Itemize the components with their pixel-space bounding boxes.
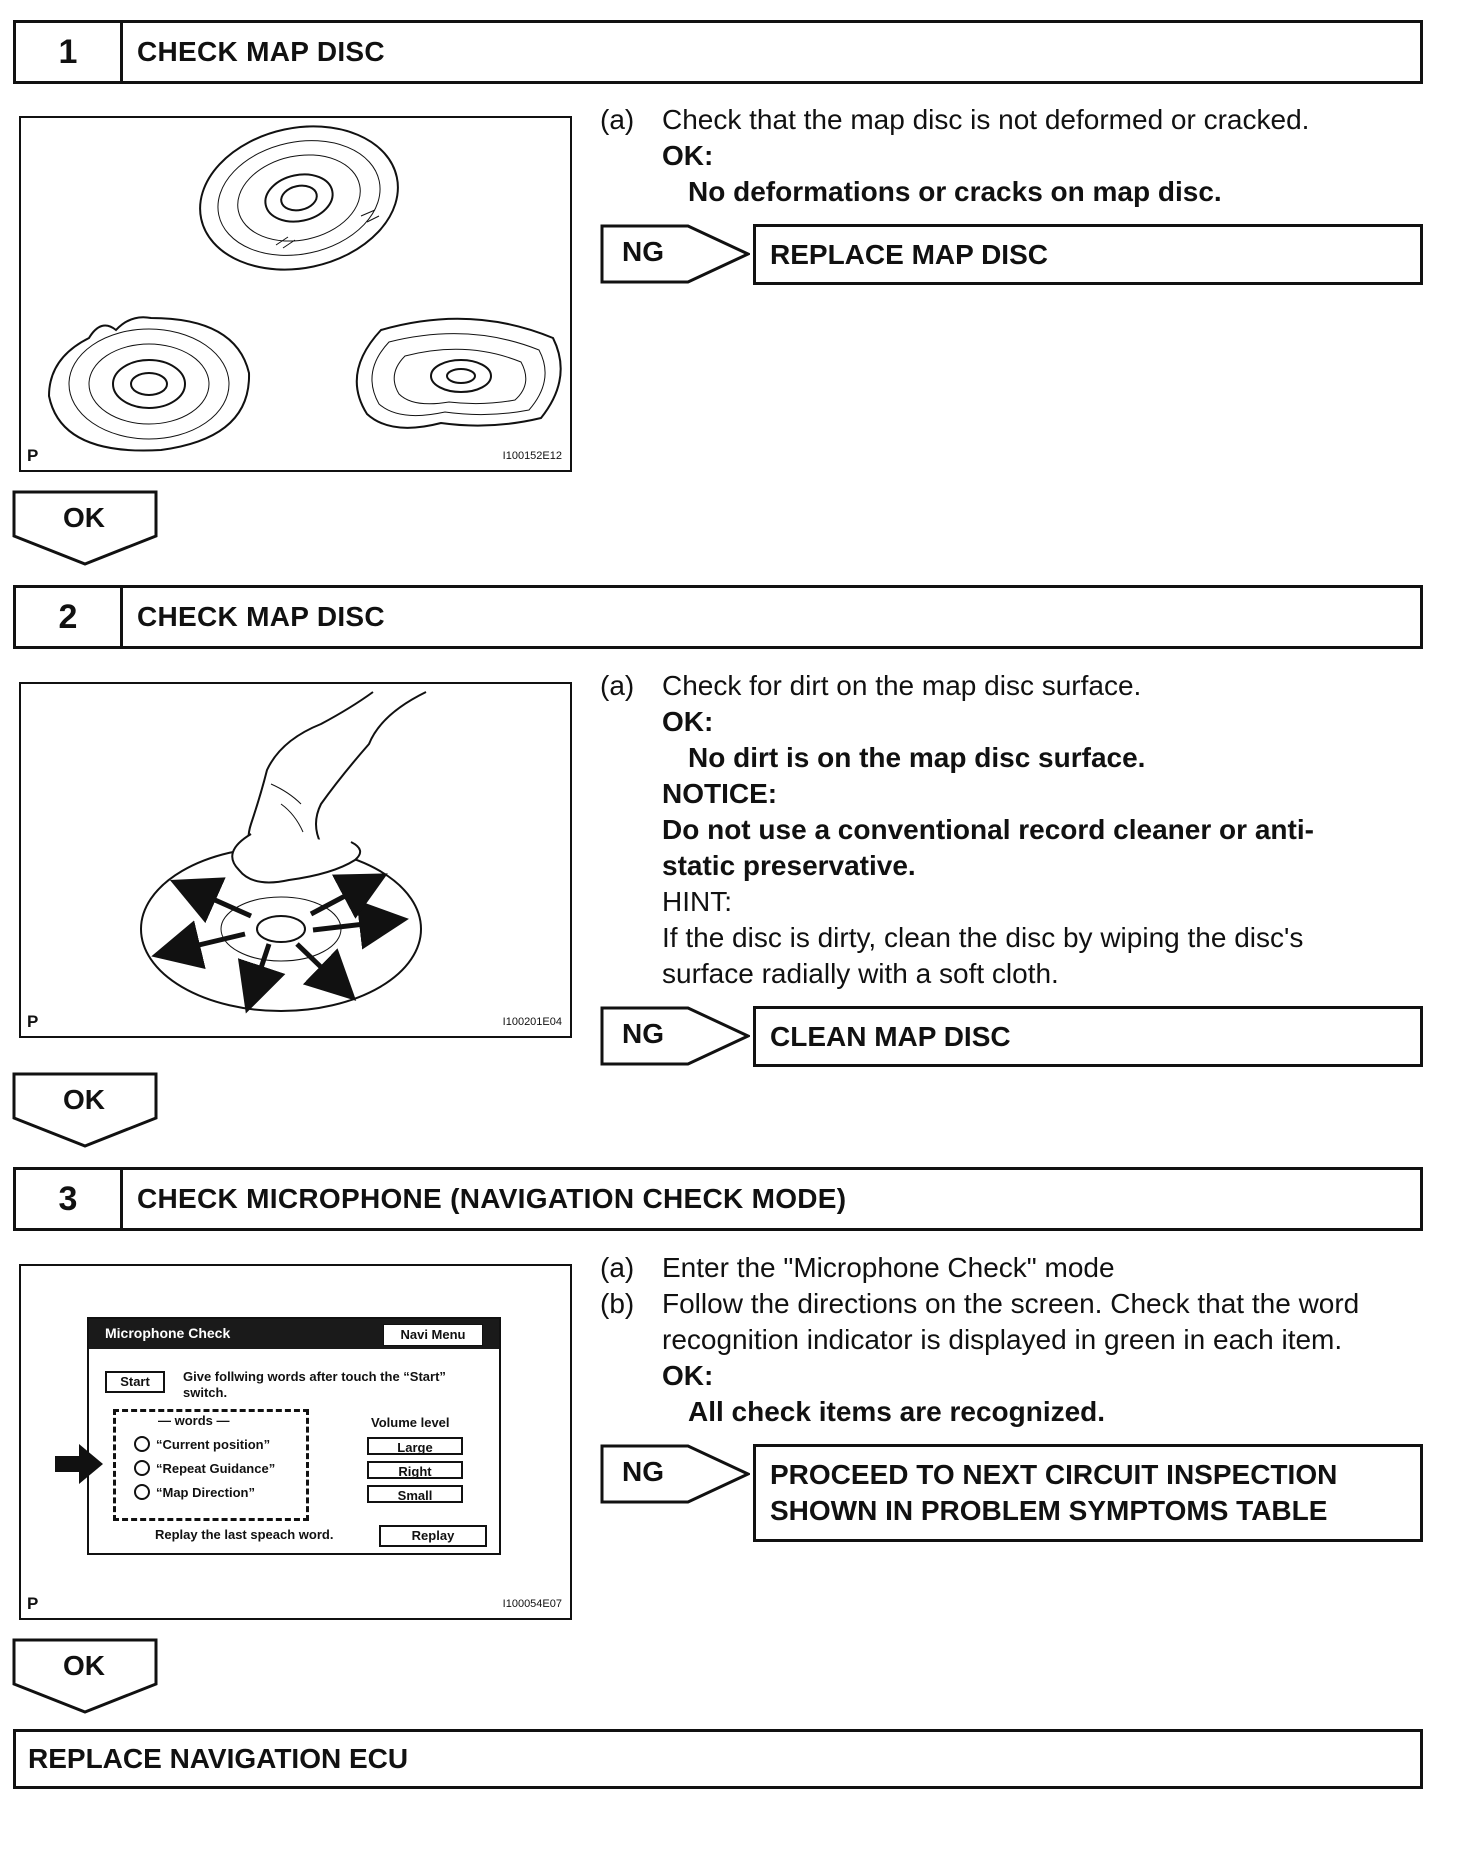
step-title: CHECK MAP DISC — [137, 601, 385, 632]
ng-label: NG — [622, 1456, 664, 1487]
step-title: CHECK MICROPHONE (NAVIGATION CHECK MODE) — [137, 1183, 847, 1214]
words-heading: — words — — [158, 1413, 230, 1428]
figure-marker: P — [27, 1012, 39, 1031]
word-item: “Current position” — [134, 1436, 270, 1452]
ok-criterion: No dirt is on the map disc surface. — [688, 742, 1146, 773]
figure-id: I100152E12 — [502, 450, 562, 462]
hint-text-line-1: If the disc is dirty, clean the disc by … — [662, 922, 1304, 953]
volume-option: Right — [367, 1461, 463, 1479]
ok-label: OK — [63, 1084, 105, 1115]
ok-heading: OK: — [662, 140, 714, 171]
figure-marker: P — [27, 446, 39, 465]
screen-instruction: Give follwing words after touch the “Sta… — [183, 1369, 446, 1400]
figure-id: I100054E07 — [502, 1598, 562, 1610]
ng-action-text-line-1: PROCEED TO NEXT CIRCUIT INSPECTION — [770, 1459, 1338, 1490]
step-3-header: 3 CHECK MICROPHONE (NAVIGATION CHECK MOD… — [13, 1167, 1423, 1231]
ng-arrow-icon — [600, 1444, 750, 1504]
item-label: (a) — [600, 670, 635, 701]
map-disc-cleaning-figure: P I100201E04 — [19, 682, 572, 1038]
indicator-circle-icon — [134, 1460, 150, 1476]
instruction-text-line-2: recognition indicator is displayed in gr… — [662, 1324, 1343, 1355]
step-number: 2 — [16, 588, 123, 646]
microphone-check-screen: Microphone Check Navi Menu Start Give fo… — [87, 1317, 501, 1555]
word-item: “Map Direction” — [134, 1484, 255, 1500]
figure-id: I100201E04 — [502, 1016, 562, 1028]
ok-label: OK — [63, 1650, 105, 1681]
ok-criterion: All check items are recognized. — [688, 1396, 1106, 1427]
item-label: (b) — [600, 1288, 635, 1319]
ng-action-box: REPLACE MAP DISC — [753, 224, 1423, 285]
ok-criterion: No deformations or cracks on map disc. — [688, 176, 1222, 207]
ok-heading: OK: — [662, 1360, 714, 1391]
hint-text-line-2: surface radially with a soft cloth. — [662, 958, 1059, 989]
ng-action-box: PROCEED TO NEXT CIRCUIT INSPECTION SHOWN… — [753, 1444, 1423, 1542]
final-action-box: REPLACE NAVIGATION ECU — [13, 1729, 1423, 1789]
instruction-text: Enter the "Microphone Check" mode — [662, 1252, 1115, 1283]
indicator-circle-icon — [134, 1484, 150, 1500]
volume-option: Small — [367, 1485, 463, 1503]
ok-arrow-icon — [12, 490, 158, 566]
disc-illustration — [47, 125, 562, 452]
ok-arrow-icon — [12, 1072, 158, 1148]
ng-arrow-icon — [600, 1006, 750, 1066]
step-title: CHECK MAP DISC — [137, 36, 385, 67]
screen-title-bar: Microphone Check Navi Menu — [89, 1319, 499, 1349]
hint-heading: HINT: — [662, 886, 732, 917]
instruction-text: Check for dirt on the map disc surface. — [662, 670, 1142, 701]
step-number: 1 — [16, 23, 123, 81]
step-1-header: 1 CHECK MAP DISC — [13, 20, 1423, 84]
notice-text-line-2: static preservative. — [662, 850, 916, 881]
screen-title: Microphone Check — [105, 1325, 231, 1341]
disc-wipe-illustration — [140, 691, 427, 1014]
step-number: 3 — [16, 1170, 123, 1228]
ng-arrow-icon — [600, 224, 750, 284]
ng-action-text: REPLACE MAP DISC — [770, 239, 1048, 270]
figure-marker: P — [27, 1594, 39, 1613]
ng-label: NG — [622, 236, 664, 267]
volume-option: Large — [367, 1437, 463, 1455]
replay-label: Replay the last speach word. — [155, 1527, 334, 1542]
notice-text-line-1: Do not use a conventional record cleaner… — [662, 814, 1314, 845]
ng-action-box: CLEAN MAP DISC — [753, 1006, 1423, 1067]
pointer-arrow-icon — [55, 1444, 103, 1484]
replay-button: Replay — [379, 1525, 487, 1547]
ok-label: OK — [63, 502, 105, 533]
item-label: (a) — [600, 1252, 635, 1283]
instruction-text: Check that the map disc is not deformed … — [662, 104, 1310, 135]
step-2-header: 2 CHECK MAP DISC — [13, 585, 1423, 649]
item-label: (a) — [600, 104, 635, 135]
ok-arrow-icon — [12, 1638, 158, 1714]
ng-action-text-line-2: SHOWN IN PROBLEM SYMPTOMS TABLE — [770, 1495, 1328, 1526]
volume-level-heading: Volume level — [371, 1415, 450, 1430]
notice-heading: NOTICE: — [662, 778, 778, 809]
indicator-circle-icon — [134, 1436, 150, 1452]
final-action-text: REPLACE NAVIGATION ECU — [28, 1743, 409, 1774]
map-disc-damage-figure: P I100152E12 — [19, 116, 572, 472]
start-button: Start — [105, 1371, 165, 1393]
navi-menu-button: Navi Menu — [383, 1324, 483, 1346]
ok-heading: OK: — [662, 706, 714, 737]
ng-label: NG — [622, 1018, 664, 1049]
words-group: — words — “Current position” “Repeat Gui… — [113, 1409, 309, 1521]
microphone-check-figure: Microphone Check Navi Menu Start Give fo… — [19, 1264, 572, 1620]
ng-action-text: CLEAN MAP DISC — [770, 1021, 1011, 1052]
word-item: “Repeat Guidance” — [134, 1460, 275, 1476]
instruction-text-line-1: Follow the directions on the screen. Che… — [662, 1288, 1360, 1319]
